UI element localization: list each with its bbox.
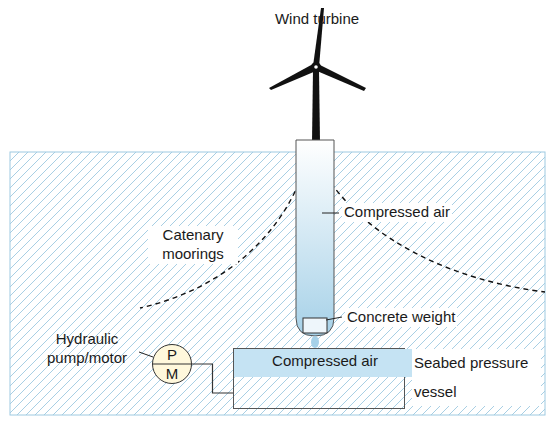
sea-region bbox=[10, 152, 545, 415]
callout-label: Compressed air bbox=[342, 203, 452, 222]
divider-line bbox=[153, 364, 192, 365]
callout-label: Catenary moorings bbox=[148, 226, 238, 264]
hydraulic-line bbox=[192, 364, 233, 393]
leader-line bbox=[139, 352, 153, 357]
node-text: M bbox=[152, 365, 192, 384]
concrete-weight bbox=[303, 318, 327, 333]
air-bubble bbox=[311, 336, 319, 348]
callout-label: Hydraulic pump/motor bbox=[30, 330, 144, 368]
callout-label: Concrete weight bbox=[345, 308, 457, 327]
leader-line bbox=[326, 317, 342, 320]
turbine-blade bbox=[317, 65, 366, 91]
turbine-hub bbox=[311, 62, 321, 72]
turbine-blade bbox=[269, 64, 316, 90]
air-band: Compressed air bbox=[234, 349, 416, 377]
mooring-line bbox=[140, 183, 299, 308]
pressure-vessel: Compressed airSeabed pressure vessel bbox=[233, 348, 405, 409]
pump-motor-circle: PM bbox=[152, 344, 192, 384]
node-text: P bbox=[152, 346, 192, 365]
node-text: Compressed air bbox=[234, 349, 416, 373]
spar-buoy bbox=[296, 140, 334, 336]
mooring-line bbox=[331, 183, 545, 292]
leader-line bbox=[322, 213, 339, 214]
turbine-hub bbox=[314, 65, 318, 69]
pump-circle bbox=[153, 345, 192, 384]
node-text: Seabed pressure vessel bbox=[412, 349, 541, 406]
callout-label: Wind turbine bbox=[255, 10, 379, 29]
turbine-tower bbox=[312, 70, 320, 142]
